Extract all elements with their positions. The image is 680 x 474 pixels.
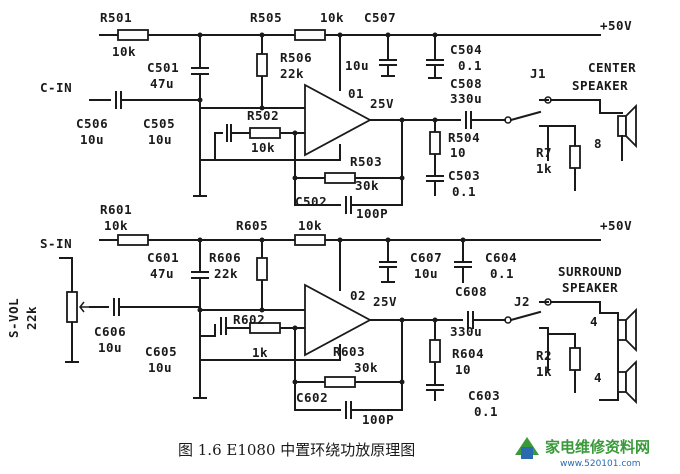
surround-channel bbox=[59, 234, 637, 419]
label-s-vol-val: 22k bbox=[24, 306, 39, 330]
label-c605: C605 bbox=[145, 344, 177, 359]
label-r602-val: 1k bbox=[252, 345, 268, 360]
label-c601-val: 47u bbox=[150, 266, 174, 281]
label-surround-2: SPEAKER bbox=[562, 280, 618, 295]
label-j1: J1 bbox=[530, 66, 546, 81]
label-c608-val: 330u bbox=[450, 324, 482, 339]
watermark: 家电维修资料网 www.520101.com bbox=[515, 437, 650, 469]
label-r502: R502 bbox=[247, 108, 279, 123]
label-r603: R603 bbox=[333, 344, 365, 359]
label-c604: C604 bbox=[485, 250, 517, 265]
label-c607-val: 10u bbox=[414, 266, 438, 281]
label-c501-val: 47u bbox=[150, 76, 174, 91]
label-r2-val: 1k bbox=[536, 364, 552, 379]
label-r606: R606 bbox=[209, 250, 241, 265]
label-r506-val: 22k bbox=[280, 66, 304, 81]
label-r606-val: 22k bbox=[214, 266, 238, 281]
label-surround-1: SURROUND bbox=[558, 264, 622, 279]
label-c503: C503 bbox=[448, 168, 480, 183]
label-c606: C606 bbox=[94, 324, 126, 339]
label-r604: R604 bbox=[452, 346, 484, 361]
label-s-vol: S-VOL bbox=[6, 298, 21, 338]
figure-caption: 图 1.6 E1080 中置环绕功放原理图 bbox=[178, 441, 415, 459]
label-c603: C603 bbox=[468, 388, 500, 403]
label-v-bot: +50V bbox=[600, 218, 632, 233]
label-v25-2: 25V bbox=[373, 294, 397, 309]
label-c507: C507 bbox=[364, 10, 396, 25]
label-c505-val: 10u bbox=[148, 132, 172, 147]
label-center-2: SPEAKER bbox=[572, 78, 628, 93]
center-channel bbox=[89, 29, 637, 214]
label-r503-val: 30k bbox=[355, 178, 379, 193]
label-r502-val: 10k bbox=[251, 140, 275, 155]
label-c602-val: 100P bbox=[362, 412, 394, 427]
watermark-url: www.520101.com bbox=[560, 459, 641, 469]
label-r501-val: 10k bbox=[112, 44, 136, 59]
label-c504-val: 0.1 bbox=[458, 58, 482, 73]
label-r501: R501 bbox=[100, 10, 132, 25]
label-r503: R503 bbox=[350, 154, 382, 169]
label-r601: R601 bbox=[100, 202, 132, 217]
label-r601-val: 10k bbox=[104, 218, 128, 233]
label-ic2: 02 bbox=[350, 288, 366, 303]
label-r603-val: 30k bbox=[354, 360, 378, 375]
label-spk1-ohm: 8 bbox=[594, 136, 602, 151]
label-r605-val: 10k bbox=[298, 218, 322, 233]
component-labels: R501 10k R505 10k C507 +50V C501 47u R50… bbox=[6, 10, 636, 427]
label-r604-val: 10 bbox=[455, 362, 471, 377]
label-r504-val: 10 bbox=[450, 145, 466, 160]
label-r2: R2 bbox=[536, 348, 552, 363]
label-c605-val: 10u bbox=[148, 360, 172, 375]
label-c607: C607 bbox=[410, 250, 442, 265]
label-c608: C608 bbox=[455, 284, 487, 299]
label-v25-1: 25V bbox=[370, 96, 394, 111]
label-r506: R506 bbox=[280, 50, 312, 65]
label-c501: C501 bbox=[147, 60, 179, 75]
label-c505: C505 bbox=[143, 116, 175, 131]
label-c602: C602 bbox=[296, 390, 328, 405]
label-spk2-ohm-b: 4 bbox=[594, 370, 602, 385]
label-v-top: +50V bbox=[600, 18, 632, 33]
label-r505: R505 bbox=[250, 10, 282, 25]
label-r505-val: 10k bbox=[320, 10, 344, 25]
watermark-cn: 家电维修资料网 bbox=[545, 438, 650, 456]
label-s-in: S-IN bbox=[40, 236, 72, 251]
label-j2: J2 bbox=[514, 294, 530, 309]
label-c508-val: 330u bbox=[450, 91, 482, 106]
label-c503-val: 0.1 bbox=[452, 184, 476, 199]
label-c606-val: 10u bbox=[98, 340, 122, 355]
label-r504: R504 bbox=[448, 130, 480, 145]
label-center-1: CENTER bbox=[588, 60, 636, 75]
label-c504: C504 bbox=[450, 42, 482, 57]
label-r605: R605 bbox=[236, 218, 268, 233]
label-c603-val: 0.1 bbox=[474, 404, 498, 419]
label-r7-val: 1k bbox=[536, 161, 552, 176]
label-r7: R7 bbox=[536, 145, 552, 160]
label-ic1: 01 bbox=[348, 86, 364, 101]
label-c604-val: 0.1 bbox=[490, 266, 514, 281]
label-c502-val: 100P bbox=[356, 206, 388, 221]
watermark-logo bbox=[515, 437, 539, 459]
label-c506-val: 10u bbox=[80, 132, 104, 147]
label-c502: C502 bbox=[295, 194, 327, 209]
label-c-in: C-IN bbox=[40, 80, 72, 95]
label-spk2-ohm-a: 4 bbox=[590, 314, 598, 329]
label-c508: C508 bbox=[450, 76, 482, 91]
label-r602: R602 bbox=[233, 312, 265, 327]
label-c506: C506 bbox=[76, 116, 108, 131]
label-c601: C601 bbox=[147, 250, 179, 265]
label-c507-val: 10u bbox=[345, 58, 369, 73]
